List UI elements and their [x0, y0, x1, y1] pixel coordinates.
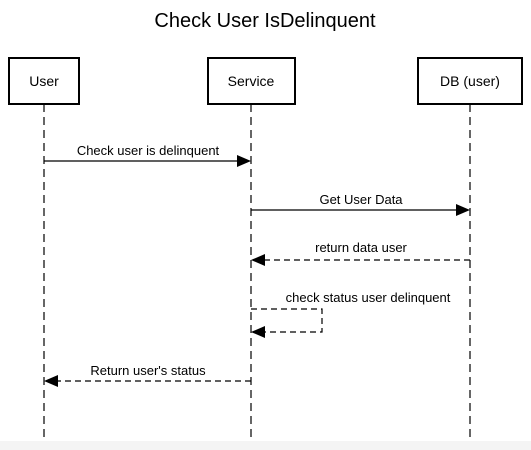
- participant-db-label: DB (user): [440, 73, 500, 89]
- message-check-user-delinquent-label: Check user is delinquent: [77, 143, 220, 158]
- diagram-title: Check User IsDelinquent: [154, 10, 376, 32]
- message-return-user-status-arrowhead: [44, 375, 58, 387]
- message-check-status-self-label: check status user delinquent: [286, 290, 451, 305]
- message-return-data-user-arrowhead: [251, 254, 265, 266]
- participant-user-box: [8, 57, 80, 105]
- participant-service-box: [207, 57, 296, 105]
- message-check-status-self-arrowhead: [251, 326, 265, 338]
- participant-service-label: Service: [228, 73, 275, 89]
- message-return-data-user-label: return data user: [315, 240, 407, 255]
- message-get-user-data-arrowhead: [456, 204, 470, 216]
- message-get-user-data-label: Get User Data: [319, 192, 403, 207]
- participant-db-box: [417, 57, 523, 105]
- participant-user-label: User: [29, 73, 59, 89]
- message-return-user-status-label: Return user's status: [90, 363, 206, 378]
- message-check-status-self-line: [251, 308, 323, 333]
- message-check-user-delinquent-arrowhead: [237, 155, 251, 167]
